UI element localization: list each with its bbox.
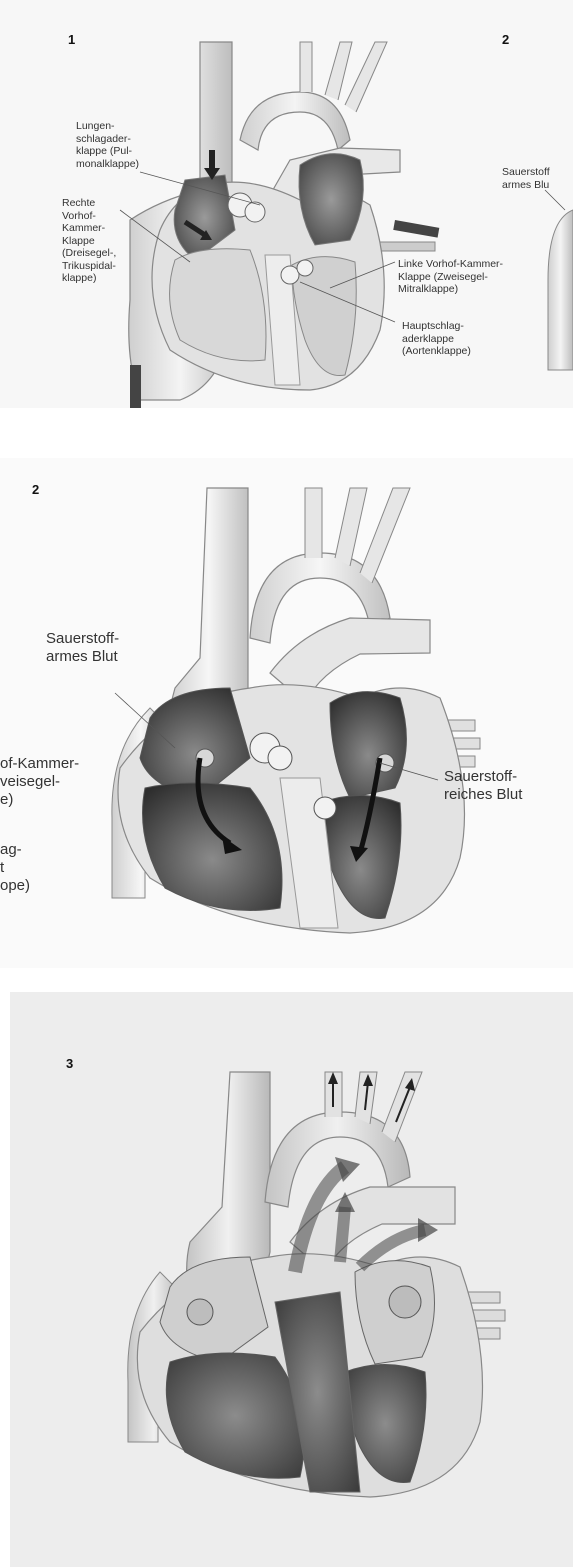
panel-3-systole: 3	[10, 992, 573, 1567]
panel-2-blood-flow: 2	[0, 458, 573, 968]
label-aortic-valve: Hauptschlag- aderklappe (Aortenklappe)	[402, 320, 471, 358]
label-cropped-valve-1: of-Kammer- veisegel- e)	[0, 755, 79, 809]
label-pulmonary-valve: Lungen- schlagader- klappe (Pul- monalkl…	[76, 120, 139, 170]
panel-1-valves: 1 2	[0, 0, 573, 408]
label-oxygen-rich-blood: Sauerstoff- reiches Blut	[444, 768, 522, 804]
label-oxygen-poor-blood: Sauerstoff- armes Blut	[46, 630, 119, 666]
label-cropped-valve-2: ag- t ope)	[0, 841, 30, 895]
heart-illustration-diastole	[0, 458, 573, 968]
label-mitral-valve: Linke Vorhof-Kammer- Klappe (Zweisegel- …	[398, 258, 503, 296]
label-cropped-oxygen-poor: Sauerstoff armes Blu	[502, 166, 550, 191]
heart-illustration-systole	[10, 992, 573, 1567]
label-tricuspid-valve: Rechte Vorhof- Kammer- Klappe (Dreisegel…	[62, 197, 116, 285]
